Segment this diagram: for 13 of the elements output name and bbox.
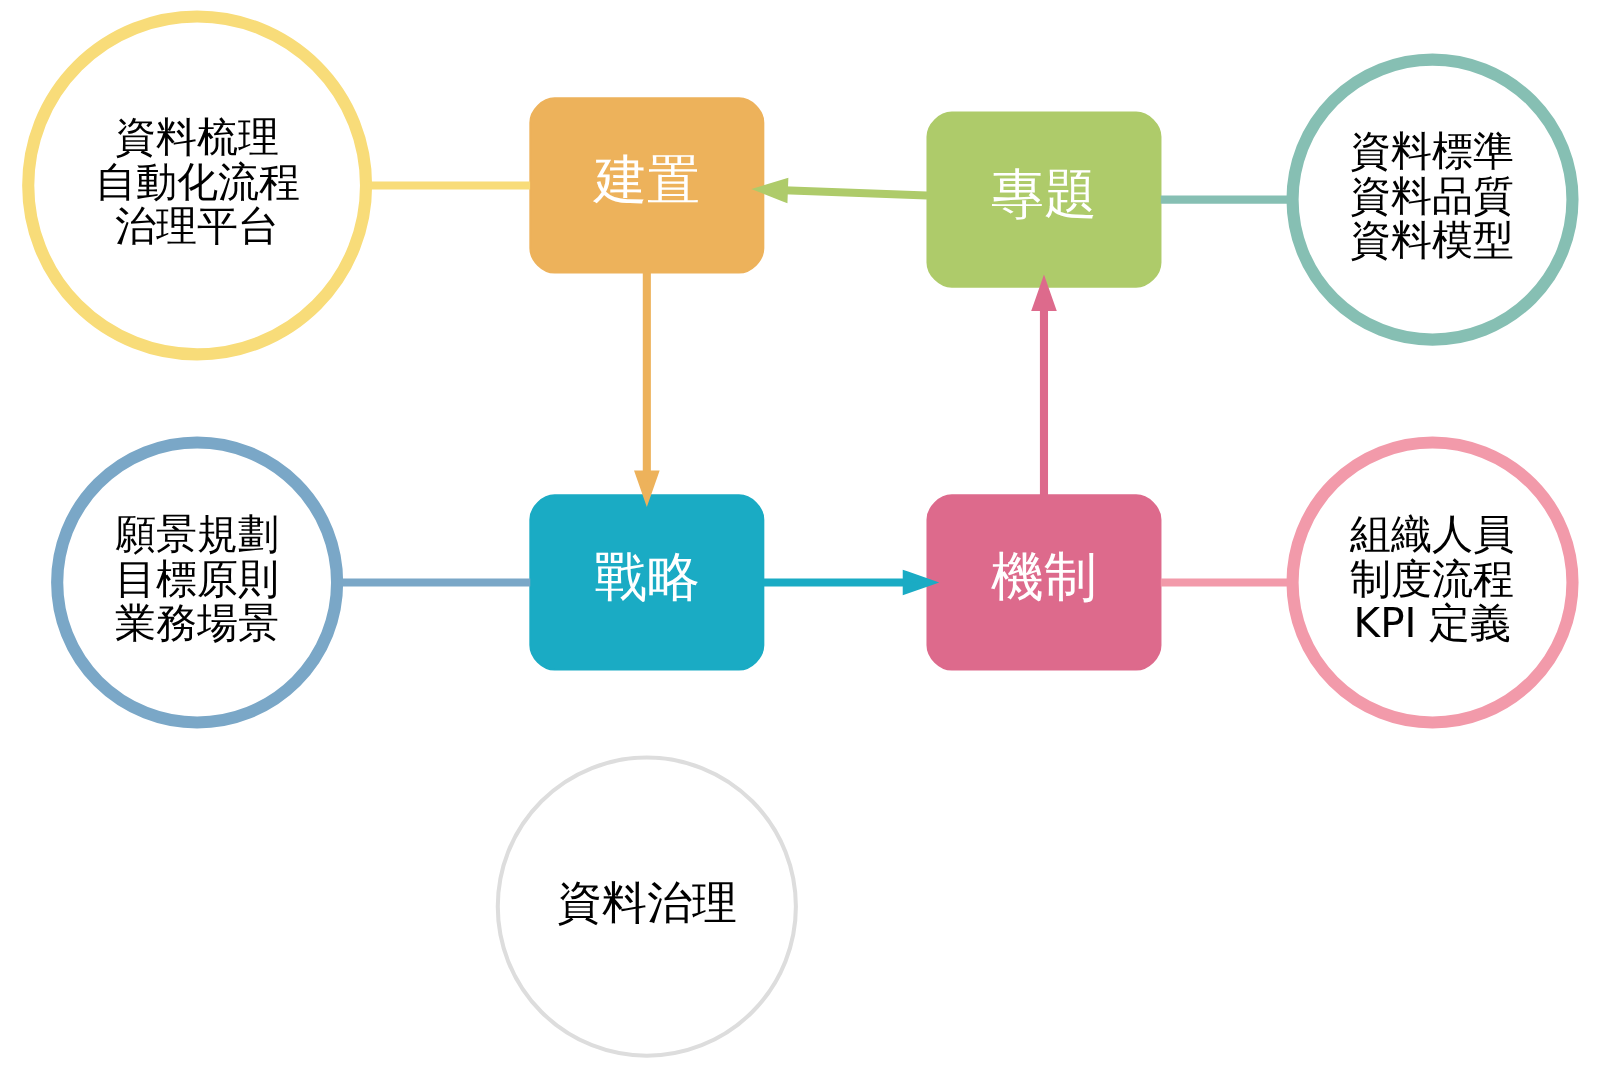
node-circle: 資料梳理 自動化流程 治理平台 [21, 10, 372, 361]
node-box: 專題 [925, 111, 1161, 288]
arrow [633, 273, 660, 508]
arrow [750, 177, 927, 204]
node-circle: 資料治理 [495, 755, 798, 1058]
node-box: 戰略 [528, 494, 764, 671]
arrow [763, 569, 939, 596]
node-circle: 資料標準 資料品質 資料模型 [1285, 53, 1579, 346]
node-circle: 組織人員 制度流程 KPI 定義 [1285, 436, 1579, 729]
node-circle: 願景規劃 目標原則 業務場景 [50, 436, 343, 729]
node-box: 機制 [925, 494, 1161, 671]
arrow [1030, 274, 1057, 495]
node-box: 建置 [528, 97, 764, 274]
